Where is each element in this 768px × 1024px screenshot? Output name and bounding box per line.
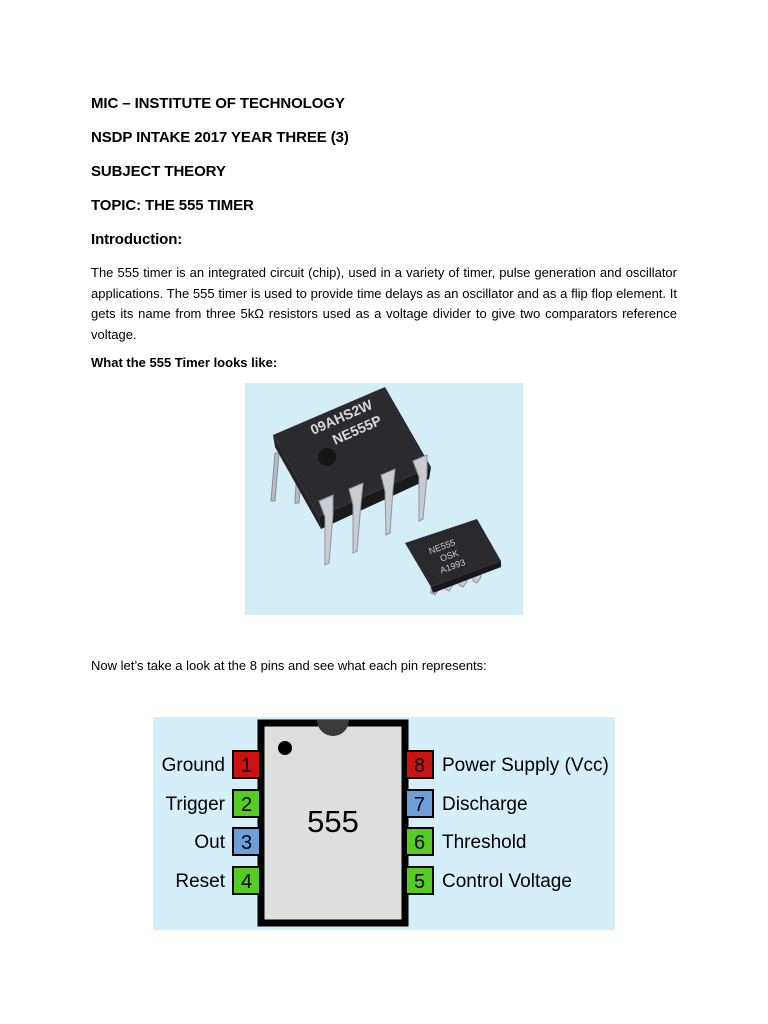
pin-1-label: Ground (162, 755, 225, 776)
pin-7-box (405, 789, 434, 818)
pin-8-label: Power Supply (Vcc) (442, 755, 609, 776)
pin-4-box (232, 866, 261, 895)
pin-6-label: Threshold (442, 832, 527, 853)
pin-6-number: 6 (414, 832, 425, 854)
intake-heading: NSDP INTAKE 2017 YEAR THREE (3) (91, 129, 349, 146)
pin-3-box (232, 827, 261, 856)
introduction-heading: Introduction: (91, 231, 183, 248)
pin-6-box (405, 827, 434, 856)
topic-heading: TOPIC: THE 555 TIMER (91, 197, 254, 214)
pin-3-number: 3 (241, 832, 252, 854)
looks-like-label: What the 555 Timer looks like: (91, 355, 278, 370)
pin-1-box (232, 750, 261, 779)
pin-5-box (405, 866, 434, 895)
pin-8-number: 8 (414, 755, 425, 777)
pin-8-box (405, 750, 434, 779)
chip-notch (317, 720, 349, 736)
pin-4-number: 4 (241, 871, 252, 893)
pin-6: 6 Threshold (405, 827, 527, 856)
pin-2-number: 2 (241, 794, 252, 816)
pin-7-label: Discharge (442, 794, 528, 815)
pin-5-number: 5 (414, 871, 425, 893)
pin-2-box (232, 789, 261, 818)
pin-4: 4 Reset (175, 866, 261, 895)
chip-label: 555 (307, 804, 359, 839)
pin-8: 8 Power Supply (Vcc) (405, 750, 609, 779)
pin-5: 5 Control Voltage (405, 866, 572, 895)
pin-7-number: 7 (414, 794, 425, 816)
pin-2-label: Trigger (166, 794, 226, 815)
pinout-diagram: 555 1 Ground 2 Trigger 3 Out 4 Reset 8 Power Supp… (153, 717, 615, 930)
pins-intro-text: Now let’s take a look at the 8 pins and … (91, 658, 487, 673)
subject-heading: SUBJECT THEORY (91, 163, 226, 180)
pin-1: 1 Ground (162, 750, 261, 779)
pin-1-number: 1 (241, 755, 252, 777)
pin-3-label: Out (194, 832, 225, 853)
pin-3: 3 Out (194, 827, 261, 856)
intro-paragraph: The 555 timer is an integrated circuit (… (91, 265, 677, 342)
pin-4-label: Reset (175, 871, 225, 892)
pin-2: 2 Trigger (166, 789, 261, 818)
pin-7: 7 Discharge (405, 789, 528, 818)
chip-photo: 09AHS2W NE555P NE555 OSK A1993 (245, 383, 523, 615)
pin1-dot (278, 741, 292, 755)
chip-body (257, 719, 409, 927)
pin-5-label: Control Voltage (442, 871, 572, 892)
institute-heading: MIC – INSTITUTE OF TECHNOLOGY (91, 95, 345, 112)
